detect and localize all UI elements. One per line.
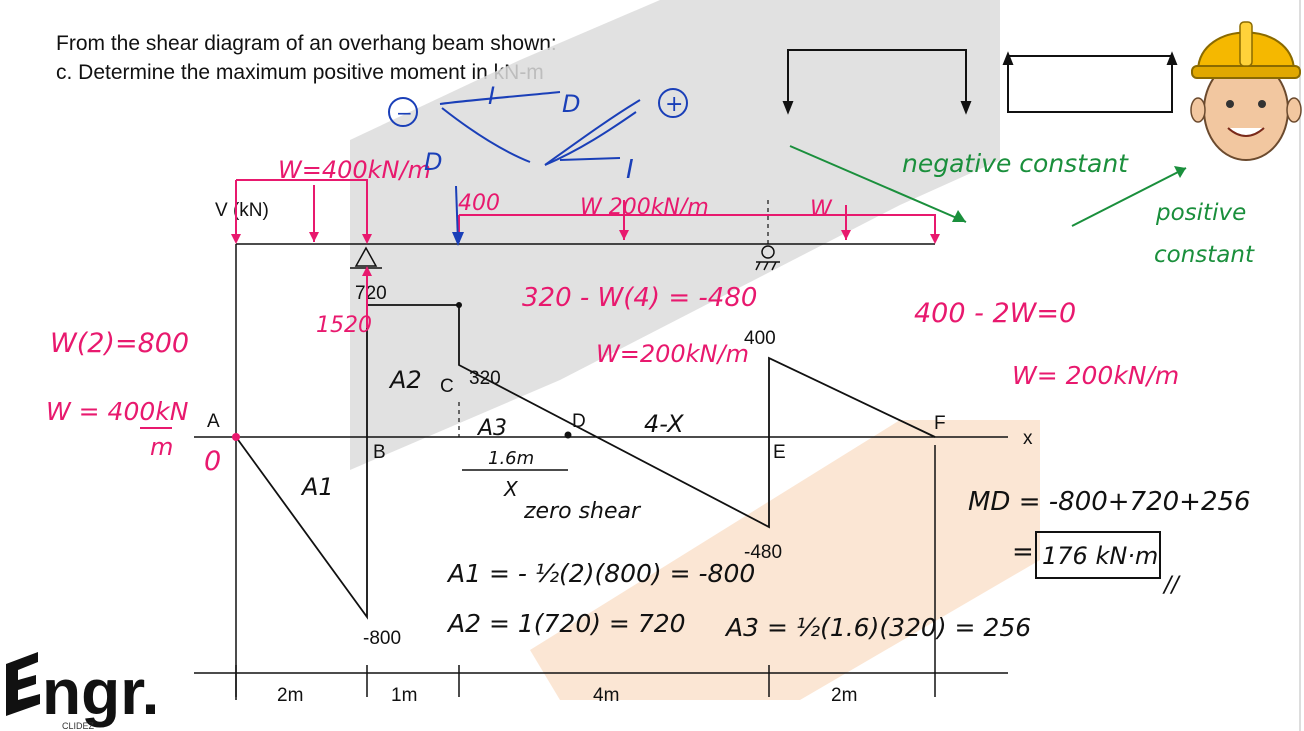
plus-circle-label: + bbox=[665, 92, 683, 117]
value-320: 320 bbox=[469, 368, 501, 389]
load-arrowheads bbox=[231, 230, 940, 276]
problem-line-2: c. Determine the maximum positive moment… bbox=[56, 61, 544, 84]
point-load-400-label: 400 bbox=[458, 191, 500, 216]
engineer-mascot-icon bbox=[1190, 21, 1302, 161]
area-a3-label: A3 bbox=[476, 416, 507, 441]
x-axis-label: x bbox=[1023, 428, 1033, 449]
point-c-label: C bbox=[440, 376, 454, 397]
distance-1-6m-label: 1.6m bbox=[488, 448, 534, 469]
finish-marks: // bbox=[1162, 573, 1181, 598]
roller-support-icon bbox=[755, 245, 780, 271]
engr-logo: ngr. CLIDEZ bbox=[6, 652, 159, 731]
negative-constant-note: negative constant bbox=[902, 149, 1129, 178]
moment-d-equation: MD = -800+720+256 bbox=[968, 487, 1251, 517]
a2-equation: A2 = 1(720) = 720 bbox=[446, 609, 686, 638]
point-b-label: B bbox=[373, 442, 386, 463]
v-axis-label: V (kN) bbox=[215, 200, 269, 221]
four-minus-x-label: 4-X bbox=[644, 410, 684, 438]
green-arrowhead-1 bbox=[952, 210, 966, 222]
shear-curve bbox=[235, 304, 936, 620]
minus-circle-label: − bbox=[396, 101, 413, 125]
moment-result-box bbox=[1035, 531, 1161, 579]
value-400: 400 bbox=[744, 328, 776, 349]
eq-400-2w-note: 400 - 2W=0 bbox=[914, 298, 1076, 329]
reaction-1520-label: 1520 bbox=[316, 313, 372, 338]
dimension-ticks bbox=[235, 445, 936, 697]
area-a2-label: A2 bbox=[388, 366, 422, 394]
increasing-label-bottom: I bbox=[626, 155, 634, 185]
c-point-dot bbox=[456, 302, 462, 308]
green-arrows bbox=[789, 145, 1187, 227]
positive-constant-sketch bbox=[1002, 51, 1178, 113]
watermark-grey-band bbox=[350, 0, 1000, 470]
zero-label: 0 bbox=[204, 446, 221, 477]
moment-equals-sign: = bbox=[1012, 537, 1034, 567]
watermark-orange-band bbox=[530, 420, 1040, 700]
span-label-1: 2m bbox=[277, 685, 303, 706]
zero-shear-label: zero shear bbox=[523, 499, 642, 524]
green-arrowhead-2 bbox=[1174, 166, 1186, 178]
span-label-3: 4m bbox=[593, 685, 619, 706]
increasing-label-top: I bbox=[488, 82, 495, 110]
w-400-numerator: W = 400kN bbox=[46, 397, 189, 426]
span-label-4: 2m bbox=[831, 685, 857, 706]
w-400-denominator: m bbox=[150, 433, 173, 461]
positive-constant-note-1: positive bbox=[1155, 200, 1246, 226]
negative-constant-sketch bbox=[782, 49, 972, 115]
eq-w200-right-note: W= 200kN/m bbox=[1012, 361, 1179, 390]
a3-equation: A3 = ½(1.6)(320) = 256 bbox=[724, 613, 1031, 642]
logo-text: ngr. bbox=[42, 656, 159, 728]
x-distance-label: X bbox=[503, 477, 519, 501]
w-200-load-label: W 200kN/m bbox=[580, 195, 709, 220]
point-d-label: D bbox=[572, 411, 586, 432]
logo-subtext: CLIDEZ bbox=[62, 721, 95, 731]
decreasing-label-left: D bbox=[424, 148, 442, 176]
value-neg-800: -800 bbox=[363, 628, 401, 649]
point-f-label: F bbox=[934, 413, 946, 434]
a1-equation: A1 = - ½(2)(800) = -800 bbox=[446, 559, 755, 588]
point-a-label: A bbox=[207, 411, 220, 432]
problem-line-1: From the shear diagram of an overhang be… bbox=[56, 32, 557, 55]
value-720: 720 bbox=[355, 283, 387, 304]
point-e-label: E bbox=[773, 442, 786, 463]
w2-800-note: W(2)=800 bbox=[50, 328, 189, 359]
span-label-2: 1m bbox=[391, 685, 417, 706]
area-a1-label: A1 bbox=[300, 473, 334, 501]
moment-result: 176 kN·m bbox=[1042, 542, 1158, 570]
d-point-dot bbox=[564, 431, 572, 439]
eq-320-note: 320 - W(4) = -480 bbox=[522, 283, 757, 313]
value-neg-480: -480 bbox=[744, 542, 782, 563]
w-right-load-label: W bbox=[810, 197, 833, 222]
eq-w200-note: W=200kN/m bbox=[596, 340, 749, 368]
point-load-arrowhead bbox=[452, 232, 464, 246]
positive-constant-note-2: constant bbox=[1154, 242, 1255, 268]
a-point-dot bbox=[232, 433, 240, 441]
decreasing-label-top: D bbox=[562, 90, 580, 118]
